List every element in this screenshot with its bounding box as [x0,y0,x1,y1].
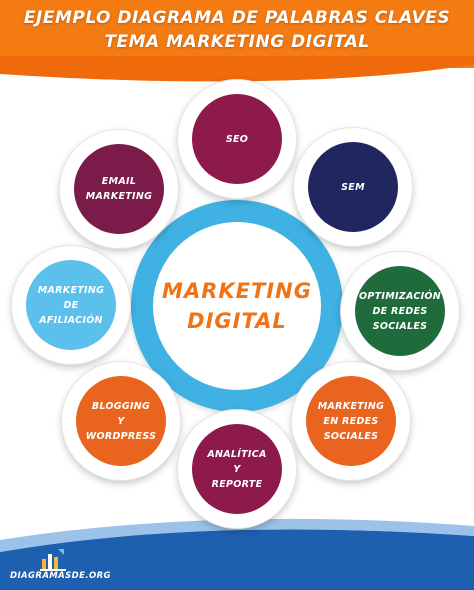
node-label-analitica: ANALÍTICA Y REPORTE [207,448,267,490]
header-wave [0,56,474,82]
title-line-2: TEMA MARKETING DIGITAL [104,32,370,52]
node-blogging: BLOGGING Y WORDPRESS [76,376,166,466]
node-email-marketing: EMAIL MARKETING [74,144,164,234]
logo-text: DIAGRAMASDE.ORG [10,571,111,581]
node-label-email: EMAIL MARKETING [85,176,153,202]
node-optimizacion-redes: OPTIMIZACIÓN DE REDES SOCIALES [355,266,445,356]
node-label-marketing-redes: MARKETING EN REDES SOCIALES [317,400,385,442]
node-marketing-afiliacion: MARKETING DE AFILIACIÓN [26,260,116,350]
logo-icon [40,549,66,571]
node-label-afiliacion: MARKETING DE AFILIACIÓN [37,284,105,326]
footer-wave [0,518,474,590]
node-label-blogging: BLOGGING Y WORDPRESS [85,400,157,442]
node-analitica: ANALÍTICA Y REPORTE [192,424,282,514]
node-label-seo: SEO [225,133,249,145]
node-label-sem: SEM [341,181,365,193]
node-seo: SEO [192,94,282,184]
title-line-1: EJEMPLO DIAGRAMA DE PALABRAS CLAVES [23,8,451,28]
node-marketing-redes: MARKETING EN REDES SOCIALES [306,376,396,466]
node-sem: SEM [308,142,398,232]
center-label: MARKETING DIGITAL [162,279,312,333]
center-circle: MARKETING DIGITAL [153,222,321,390]
node-label-optimizacion: OPTIMIZACIÓN DE REDES SOCIALES [358,290,442,332]
